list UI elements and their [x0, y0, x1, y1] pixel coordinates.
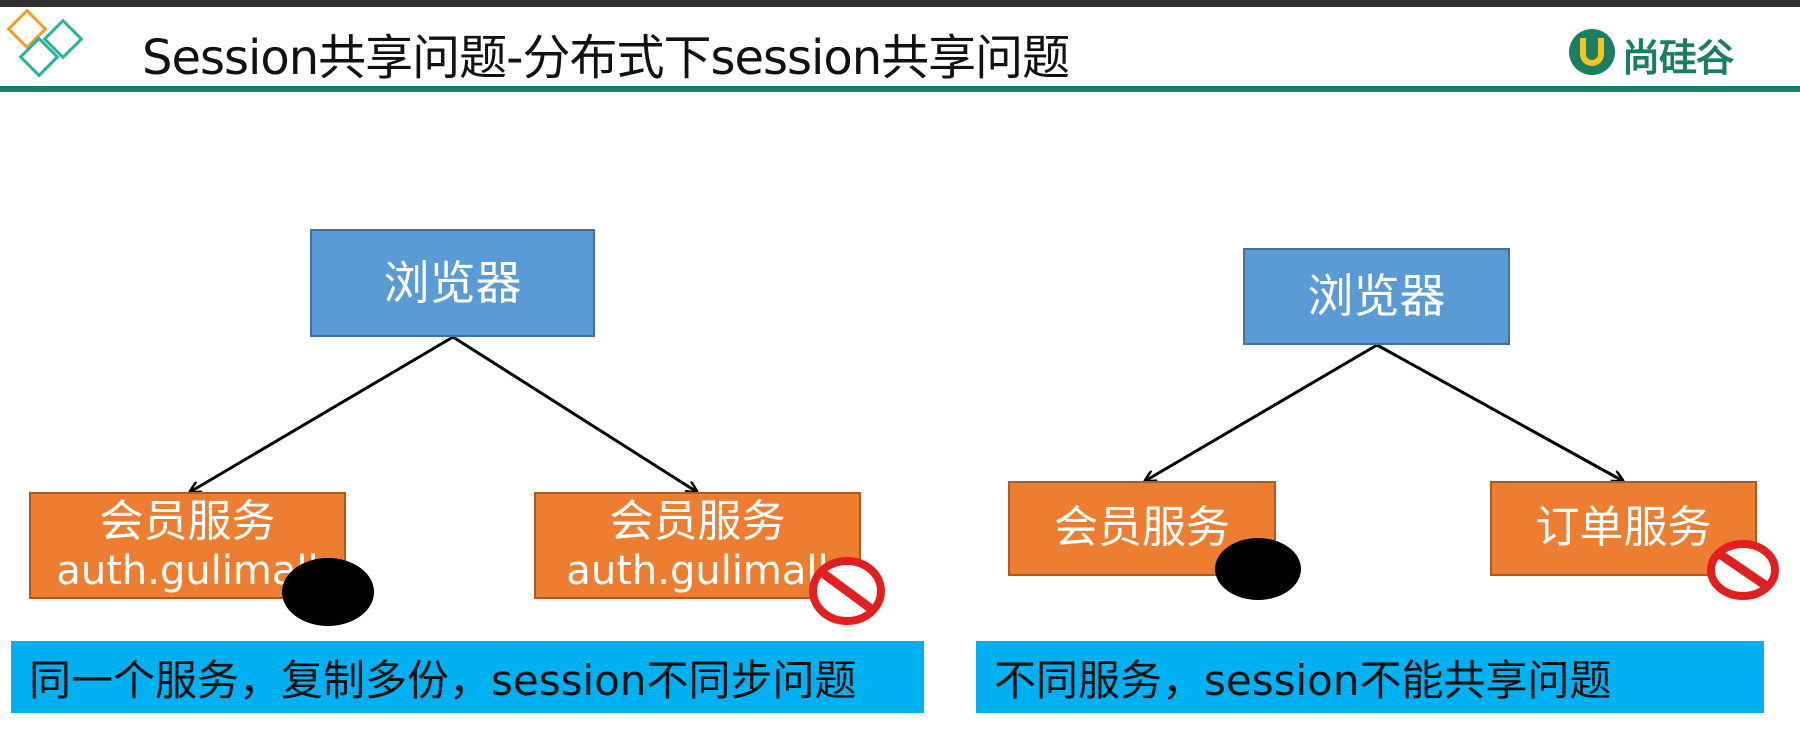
arrow-right-b	[1376, 343, 1623, 481]
header-rule	[0, 86, 1800, 92]
service-domain: auth.gulimall	[566, 547, 829, 594]
browser-label: 浏览器	[383, 255, 522, 310]
service-label: 订单服务	[1535, 502, 1712, 554]
browser-node-left: 浏览器	[310, 229, 595, 337]
browser-node-right: 浏览器	[1243, 248, 1510, 345]
top-bar	[0, 0, 1800, 7]
arrow-left-a	[190, 335, 454, 492]
banner-text: 同一个服务，复制多份，session不同步问题	[29, 655, 857, 705]
prohibited-icon	[809, 557, 885, 625]
problem-banner-left: 同一个服务，复制多份，session不同步问题	[11, 641, 924, 713]
browser-label: 浏览器	[1307, 269, 1446, 324]
brand-logo: 尚硅谷	[1565, 22, 1790, 82]
service-node-left-b: 会员服务 auth.gulimall	[534, 492, 861, 599]
page-title: Session共享问题-分布式下session共享问题	[142, 30, 1070, 86]
arrow-left-b	[452, 335, 697, 492]
prohibited-icon	[1707, 540, 1779, 600]
service-label: 会员服务	[99, 496, 276, 548]
service-label: 会员服务	[1054, 502, 1230, 554]
service-domain: auth.gulimall	[56, 547, 319, 594]
problem-banner-right: 不同服务，session不能共享问题	[976, 641, 1764, 713]
black-oval-mark	[1215, 538, 1301, 600]
banner-text: 不同服务，session不能共享问题	[994, 655, 1612, 705]
logo-diamonds-icon	[6, 8, 84, 78]
arrow-right-a	[1145, 343, 1378, 481]
brand-u-icon	[1569, 29, 1615, 75]
brand-name: 尚硅谷	[1622, 36, 1734, 80]
service-label: 会员服务	[609, 496, 786, 548]
black-oval-mark	[282, 558, 374, 626]
